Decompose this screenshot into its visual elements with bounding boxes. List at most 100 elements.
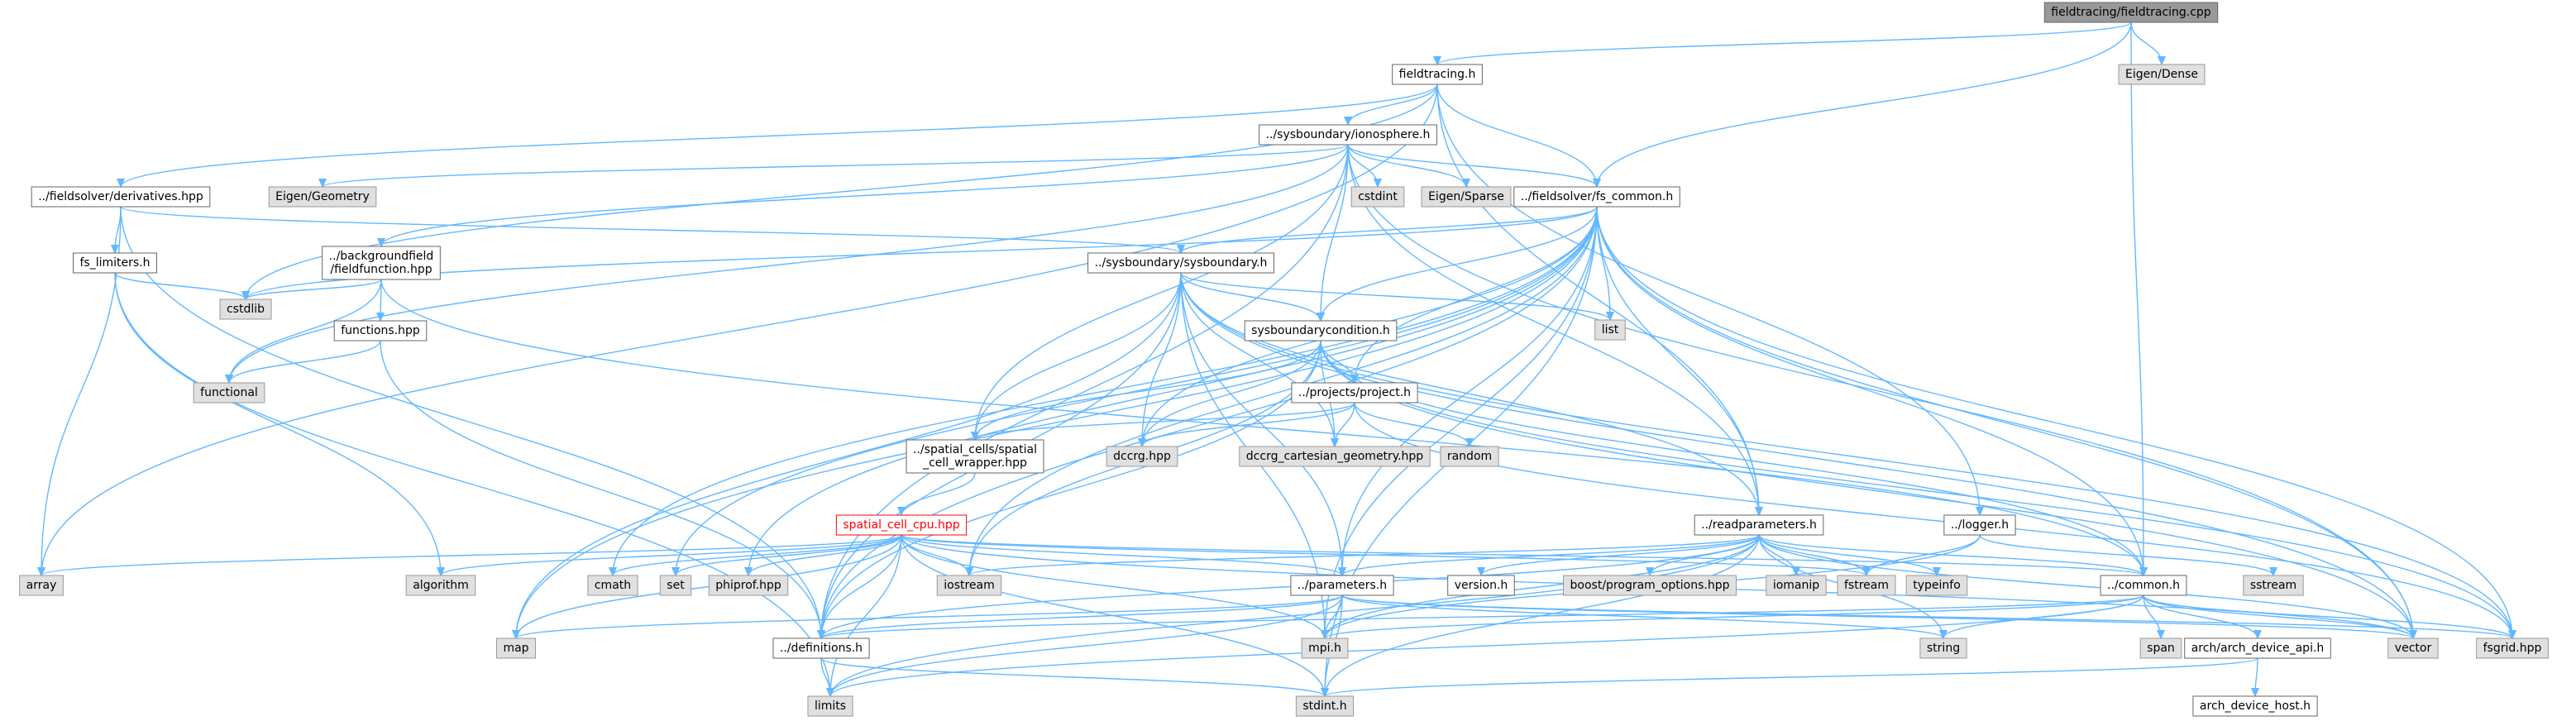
node-fs_common[interactable]: ../fieldsolver/fs_common.h [1513, 186, 1680, 208]
node-project[interactable]: ../projects/project.h [1291, 382, 1418, 403]
node-typeinfo-box [1905, 575, 1968, 596]
node-span-box [2139, 637, 2182, 659]
edge-fs_common-to-mpi [1325, 206, 1598, 638]
node-iostream-label: iostream [944, 579, 995, 592]
edge-functions-to-definitions [380, 340, 821, 638]
edge-parameters-to-string [1341, 594, 1943, 638]
edge-common-to-fsgrid [2143, 594, 2512, 638]
node-definitions-label: ../definitions.h [780, 642, 863, 655]
node-arch_api-label: arch/arch_device_api.h [2191, 642, 2325, 655]
node-logger[interactable]: ../logger.h [1943, 514, 2016, 536]
node-sstream-box [2243, 575, 2304, 596]
node-version[interactable]: version.h [1447, 575, 1515, 596]
edge-fs_common-to-fsgrid [1596, 206, 2512, 638]
node-common[interactable]: ../common.h [2100, 575, 2187, 596]
node-sysboundary[interactable]: ../sysboundary/sysboundary.h [1087, 252, 1274, 274]
node-root-box [2043, 2, 2219, 23]
node-vector-box [2387, 637, 2439, 659]
node-set-label: set [667, 579, 685, 592]
node-readparams-label: ../readparameters.h [1701, 518, 1817, 532]
edge-fs_limiters-to-algorithm [114, 272, 441, 575]
node-list-box [1594, 319, 1626, 341]
node-ionosphere[interactable]: ../sysboundary/ionosphere.h [1259, 124, 1437, 146]
edge-readparams-to-typeinfo [1758, 534, 1937, 575]
node-vector: vector [2387, 637, 2439, 659]
node-cmath: cmath [587, 575, 638, 596]
node-derivatives-label: ../fieldsolver/derivatives.hpp [38, 190, 203, 203]
node-map-label: map [503, 642, 528, 655]
edge-ionosphere-to-vector [1347, 144, 2413, 638]
node-layer: fieldtracing/fieldtracing.cpp fieldtracin… [19, 2, 2549, 717]
edge-readparams-to-parameters [1342, 534, 1760, 575]
node-version-label: version.h [1455, 579, 1508, 592]
edge-bgfield-to-functional [229, 279, 382, 383]
edge-ionosphere-to-functional [229, 144, 1349, 383]
node-iomanip-label: iomanip [1773, 579, 1819, 592]
edge-project-to-random [1354, 402, 1470, 446]
node-limits-box [807, 695, 853, 717]
node-eigen_dense-box [2118, 64, 2206, 85]
node-dccrg_cart-box [1239, 446, 1431, 467]
node-fsgrid-box [2476, 637, 2549, 659]
node-bgfield-box [322, 246, 441, 280]
node-fs_limiters-box [72, 252, 158, 274]
node-random: random [1440, 446, 1499, 467]
node-arch_api[interactable]: arch/arch_device_api.h [2184, 637, 2331, 659]
node-iostream: iostream [936, 575, 1002, 596]
edge-readparams-to-vector [1758, 534, 2413, 638]
node-limits-label: limits [815, 700, 846, 713]
node-sc_wrapper[interactable]: ../spatial_cells/spatial_cell_wrapper.hp… [906, 439, 1044, 474]
edge-sysboundary-to-parameters [1180, 272, 1342, 575]
node-parameters[interactable]: ../parameters.h [1290, 575, 1394, 596]
node-bgfield[interactable]: ../backgroundfield/fieldfunction.hpp [322, 246, 441, 280]
node-cstdlib-label: cstdlib [227, 303, 265, 316]
node-typeinfo: typeinfo [1905, 575, 1968, 596]
node-dccrg: dccrg.hpp [1106, 446, 1178, 467]
edge-fs_common-to-sysboundary [1181, 206, 1598, 253]
node-definitions[interactable]: ../definitions.h [772, 637, 870, 659]
node-dccrg_cart: dccrg_cartesian_geometry.hpp [1239, 446, 1431, 467]
node-spatial_cell_cpu[interactable]: spatial_cell_cpu.hpp [835, 514, 968, 536]
node-sbc[interactable]: sysboundarycondition.h [1244, 320, 1398, 341]
node-eigen_sparse-label: Eigen/Sparse [1428, 190, 1504, 203]
edge-sysboundary-to-vector [1180, 272, 2413, 638]
edge-fs_common-to-vector [1596, 206, 2413, 638]
node-string-label: string [1927, 642, 1960, 655]
node-functional-box [193, 382, 265, 403]
node-functional: functional [193, 382, 265, 403]
edge-common-to-limits [830, 594, 2144, 696]
node-algorithm-box [405, 575, 476, 596]
node-readparams[interactable]: ../readparameters.h [1694, 514, 1824, 536]
node-root-label: fieldtracing/fieldtracing.cpp [2051, 6, 2211, 19]
edge-fs_common-to-cstdlib [246, 206, 1598, 299]
node-derivatives[interactable]: ../fieldsolver/derivatives.hpp [31, 186, 211, 208]
edge-root-to-fs_common [1597, 21, 2132, 187]
node-spatial_cell_cpu-label: spatial_cell_cpu.hpp [843, 518, 959, 532]
node-fieldtracing_h[interactable]: fieldtracing.h [1392, 64, 1483, 85]
edge-common-to-arch_api [2143, 594, 2258, 638]
node-logger-box [1943, 514, 2016, 536]
edge-fieldtracing_h-to-derivatives [121, 84, 1438, 187]
edge-fieldtracing_h-to-ionosphere [1348, 84, 1438, 125]
node-functions[interactable]: functions.hpp [333, 320, 428, 341]
node-fieldtracing_h-label: fieldtracing.h [1399, 68, 1476, 81]
node-eigen_dense: Eigen/Dense [2118, 64, 2206, 85]
edge-root-to-common [2130, 21, 2143, 575]
node-arch_host[interactable]: arch_device_host.h [2192, 695, 2318, 717]
node-cstdint-label: cstdint [1358, 190, 1398, 203]
edge-fs_common-to-parameters [1342, 206, 1598, 575]
node-span: span [2139, 637, 2182, 659]
node-string-box [1919, 637, 1967, 659]
edge-derivatives-to-sysboundary [120, 206, 1181, 253]
edge-fieldtracing_h-to-logger [1436, 84, 1980, 515]
node-arch_host-box [2192, 695, 2318, 717]
edge-logger-to-fstream [1866, 534, 1981, 575]
node-cstdint-box [1350, 186, 1405, 208]
node-eigen_geometry-label: Eigen/Geometry [275, 190, 370, 203]
node-dccrg-box [1106, 446, 1178, 467]
edge-definitions-to-limits [820, 657, 830, 696]
node-fs_limiters[interactable]: fs_limiters.h [72, 252, 158, 274]
edge-readparams-to-version [1481, 534, 1760, 575]
node-cstdlib-box [219, 298, 272, 320]
node-eigen_geometry-box [268, 186, 377, 208]
